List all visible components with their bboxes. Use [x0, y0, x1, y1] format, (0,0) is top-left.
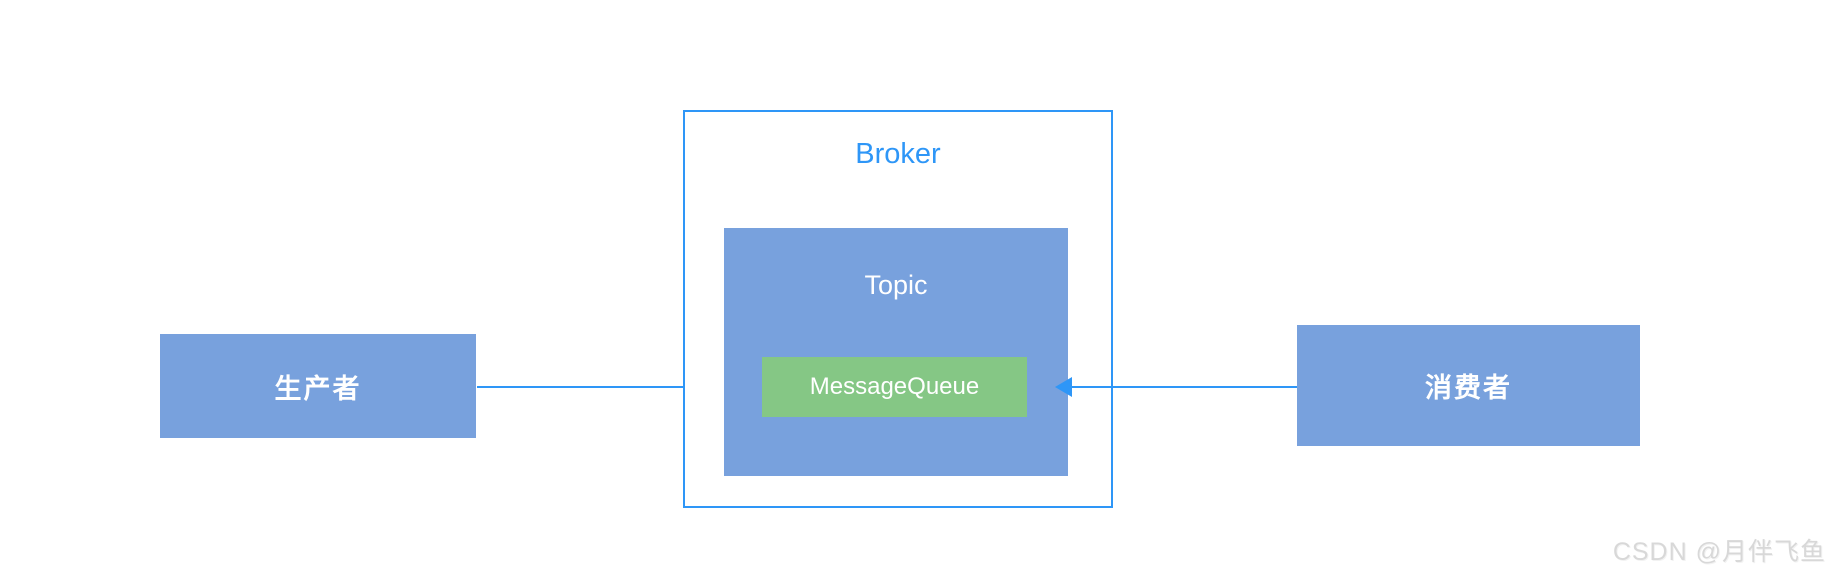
consumer-box: 消费者: [1297, 325, 1640, 446]
message-queue-label: MessageQueue: [809, 373, 980, 400]
broker-label: Broker: [855, 138, 941, 170]
watermark-text: CSDN @月伴飞鱼: [1612, 538, 1826, 566]
producer-box: 生产者: [160, 334, 476, 438]
consumer-to-topic-arrowhead-icon: [1055, 377, 1072, 397]
message-queue-box: MessageQueue: [762, 357, 1027, 417]
topic-box: Topic MessageQueue: [724, 228, 1068, 476]
consumer-label: 消费者: [1425, 373, 1512, 403]
consumer-to-topic-arrow-line: [1070, 386, 1297, 388]
producer-label: 生产者: [274, 373, 362, 404]
producer-to-topic-arrow-line: [477, 386, 713, 388]
broker-box: Broker Topic MessageQueue: [683, 110, 1113, 508]
topic-label: Topic: [864, 270, 928, 300]
